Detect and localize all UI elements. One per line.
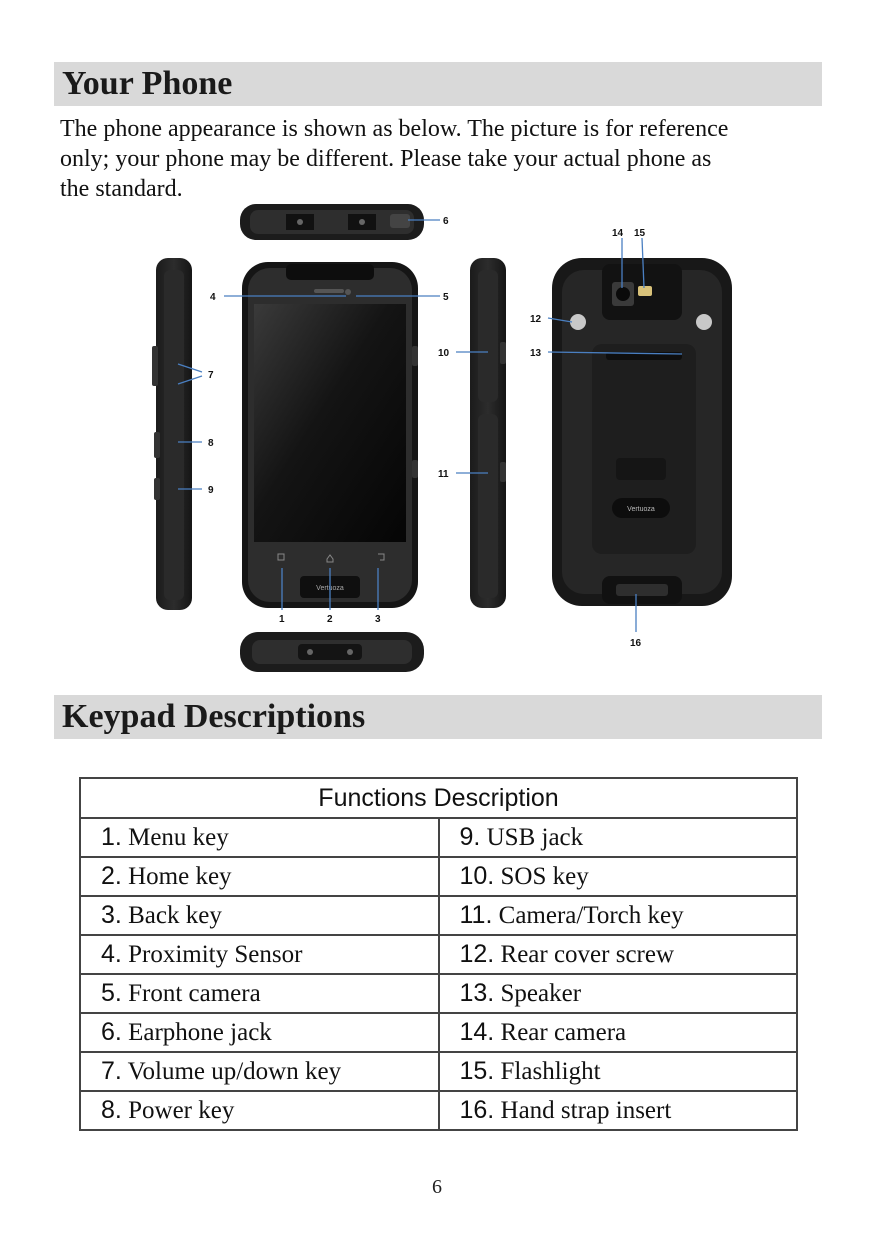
callout-4: 4 <box>210 292 216 303</box>
callout-11: 11 <box>438 469 449 480</box>
callout-lines <box>177 219 683 632</box>
phone-diagram: Vertuoza Vertuoza <box>152 204 732 672</box>
item-number: 2. <box>101 862 122 890</box>
item-number: 10. <box>459 862 495 890</box>
item-number: 4. <box>101 940 122 968</box>
phone-left-side-view <box>152 258 192 610</box>
table-cell: 3. Back key <box>79 895 440 936</box>
table-cell: 13. Speaker <box>437 973 798 1014</box>
item-number: 11. <box>459 901 493 929</box>
item-label: Back key <box>128 902 222 929</box>
table-cell: 10. SOS key <box>437 856 798 897</box>
callout-16: 16 <box>630 638 642 649</box>
table-cell: 6. Earphone jack <box>79 1012 440 1053</box>
section-header-bar <box>54 62 822 106</box>
item-label: Front camera <box>128 980 261 1007</box>
table-cell: 5. Front camera <box>79 973 440 1014</box>
callout-7: 7 <box>208 370 214 381</box>
item-number: 16. <box>459 1096 495 1124</box>
item-label: Menu key <box>128 824 229 851</box>
item-label: Hand strap insert <box>500 1097 672 1124</box>
phone-top-edge-view <box>240 204 424 240</box>
callout-6: 6 <box>443 216 449 227</box>
callout-13: 13 <box>530 348 542 359</box>
item-number: 5. <box>101 979 122 1007</box>
table-cell: 1. Menu key <box>79 817 440 858</box>
phone-back-view: Vertuoza <box>552 258 732 606</box>
item-label: USB jack <box>486 824 584 851</box>
item-label: Camera/Torch key <box>498 902 684 929</box>
callout-3: 3 <box>375 614 381 625</box>
page-number: 6 <box>432 1176 442 1198</box>
callout-8: 8 <box>208 438 214 449</box>
section-title-keypad-descriptions: Keypad Descriptions <box>62 698 366 735</box>
item-label: Flashlight <box>500 1058 601 1085</box>
table-cell: 9. USB jack <box>437 817 798 858</box>
item-number: 8. <box>101 1096 122 1124</box>
item-label: Rear cover screw <box>500 941 675 968</box>
table-cell: 16. Hand strap insert <box>437 1090 798 1131</box>
table-cell: 2. Home key <box>79 856 440 897</box>
item-number: 12. <box>459 940 495 968</box>
table-cell: 14. Rear camera <box>437 1012 798 1053</box>
item-label: Power key <box>128 1097 235 1124</box>
table-cell: 8. Power key <box>79 1090 440 1131</box>
item-label: Home key <box>128 863 232 890</box>
intro-line-3: the standard. <box>60 176 183 196</box>
intro-paragraph: The phone appearance is shown as below. … <box>60 114 830 196</box>
callout-5: 5 <box>443 292 449 303</box>
item-label: Volume up/down key <box>127 1058 342 1085</box>
callout-9: 9 <box>208 485 214 496</box>
table-cell: 11. Camera/Torch key <box>437 895 798 936</box>
callout-12: 12 <box>530 314 542 325</box>
item-number: 13. <box>459 979 495 1007</box>
callout-1: 1 <box>279 614 285 625</box>
item-number: 14. <box>459 1018 495 1046</box>
phone-right-side-view <box>470 258 506 608</box>
phone-bottom-edge-view <box>240 632 424 672</box>
callout-10: 10 <box>438 348 450 359</box>
section-title-your-phone: Your Phone <box>62 65 233 102</box>
callout-numbers: 6 4 5 7 8 9 10 11 12 13 14 15 1 2 3 16 <box>208 216 646 649</box>
table-cell: 15. Flashlight <box>437 1051 798 1092</box>
item-label: Proximity Sensor <box>128 941 303 968</box>
table-cell: 4. Proximity Sensor <box>79 934 440 975</box>
item-label: SOS key <box>500 863 589 890</box>
item-label: Earphone jack <box>128 1019 272 1046</box>
brand-logo-back: Vertuoza <box>627 506 655 513</box>
intro-line-1: The phone appearance is shown as below. … <box>60 116 729 142</box>
table-header: Functions Description <box>79 777 798 819</box>
item-number: 7. <box>101 1057 122 1085</box>
item-number: 6. <box>101 1018 122 1046</box>
callout-2: 2 <box>327 614 333 625</box>
item-number: 1. <box>101 823 122 851</box>
item-label: Rear camera <box>500 1019 627 1046</box>
table-cell: 7. Volume up/down key <box>79 1051 440 1092</box>
item-number: 9. <box>459 823 481 851</box>
item-label: Speaker <box>500 980 582 1007</box>
item-number: 15. <box>459 1057 495 1085</box>
callout-14: 14 <box>612 228 624 239</box>
item-number: 3. <box>101 901 122 929</box>
table-header-row: Functions Description <box>79 777 798 819</box>
table-cell: 12. Rear cover screw <box>437 934 798 975</box>
phone-front-view: Vertuoza <box>242 262 418 608</box>
intro-line-2: only; your phone may be different. Pleas… <box>60 146 712 172</box>
callout-15: 15 <box>634 228 646 239</box>
section-header-bar <box>54 695 822 739</box>
